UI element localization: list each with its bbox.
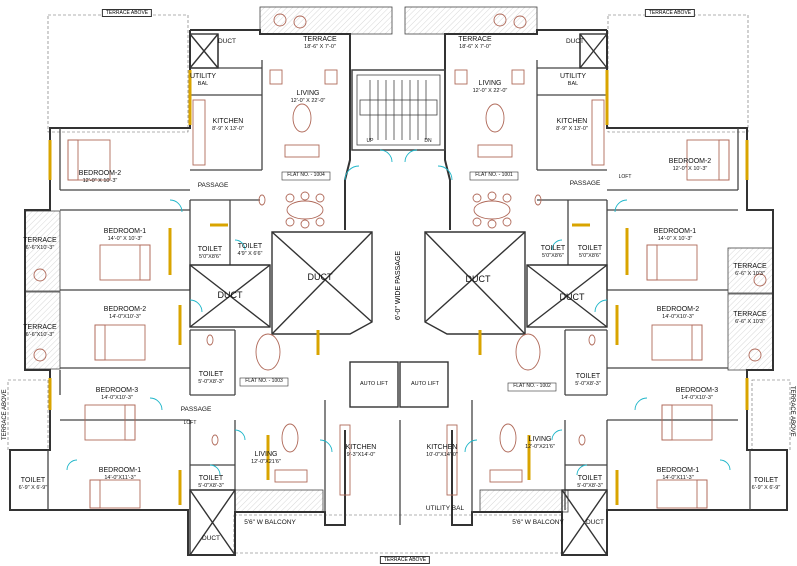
wide-passage-label: 6'-0" WIDE PASSAGE	[395, 250, 402, 320]
flat-number: FLAT NO. - 1002	[513, 383, 551, 389]
flat-number: FLAT NO. - 1001	[475, 172, 513, 178]
interior-walls	[47, 34, 751, 525]
duct-label: DUCT	[465, 274, 491, 284]
balcony-label: 5'6" W BALCONY	[512, 519, 564, 526]
passage-label: PASSAGE	[180, 406, 212, 413]
utility-balcony-label: UTILITY BAL	[425, 505, 465, 512]
duct-label: DUCT	[585, 519, 605, 526]
flat-number: FLAT NO. - 1004	[287, 172, 325, 178]
terrace-above-label: TERRACE ABOVE	[379, 556, 431, 564]
windows	[48, 70, 749, 505]
outer-walls	[9, 29, 788, 556]
stair-down-label: DN	[424, 138, 432, 144]
terrace-fills	[24, 6, 774, 513]
loft-label: LOFT	[183, 420, 197, 426]
staircase	[351, 69, 446, 151]
ducts	[189, 33, 608, 556]
duct-label: DUCT	[217, 38, 237, 45]
terrace-above-label: TERRACE ABOVE	[101, 9, 153, 17]
passage-label: PASSAGE	[197, 182, 229, 189]
terrace-above-label: TERRACE ABOVE	[2, 389, 8, 440]
lifts	[349, 361, 449, 408]
duct-label: DUCT	[217, 290, 243, 300]
terrace-above-label: TERRACE ABOVE	[789, 386, 795, 437]
passage-label: PASSAGE	[569, 180, 601, 187]
furniture	[33, 13, 767, 509]
duct-label: DUCT	[307, 272, 333, 282]
lift-label: AUTO LIFT	[359, 381, 389, 387]
flat-number-boxes	[239, 171, 557, 392]
doors	[66, 149, 731, 476]
duct-label: DUCT	[559, 292, 585, 302]
duct-label: DUCT	[201, 535, 221, 542]
balcony-label: 5'6" W BALCONY	[244, 519, 296, 526]
loft-label: LOFT	[618, 174, 632, 180]
duct-label: DUCT	[565, 38, 585, 45]
terrace-above-label: TERRACE ABOVE	[644, 9, 696, 17]
lift-label: AUTO LIFT	[410, 381, 440, 387]
flat-number: FLAT NO. - 1003	[245, 378, 283, 384]
stair-up-label: UP	[366, 138, 374, 144]
